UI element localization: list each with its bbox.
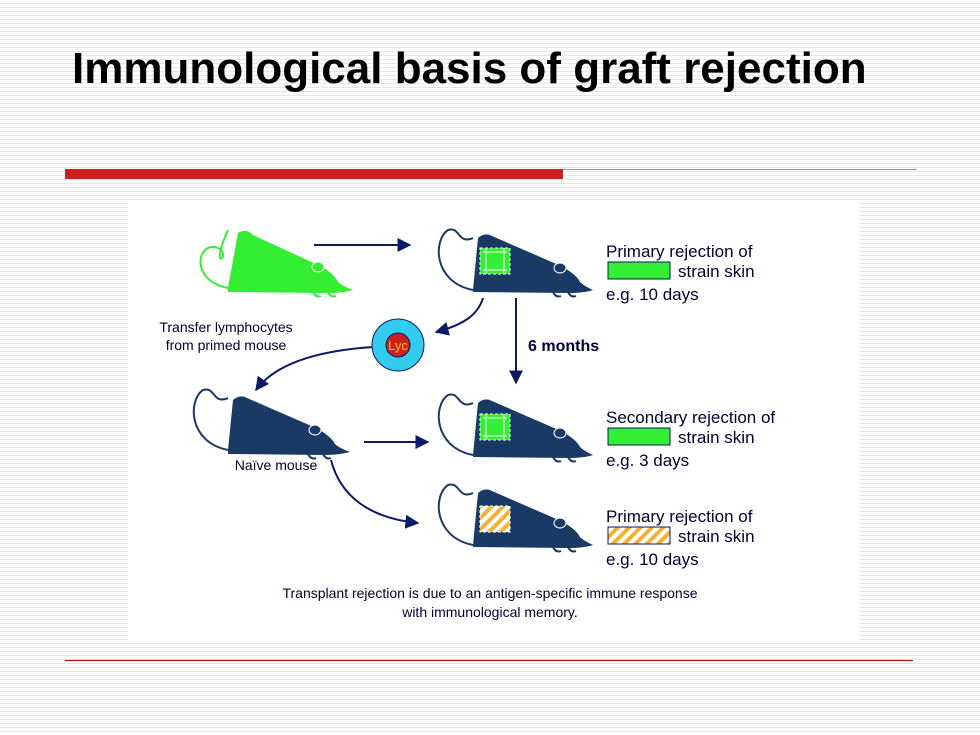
diagram-panel: Lyc Transfer lymphocytes from primed mou… (128, 200, 860, 642)
caption-line1: Transplant rejection is due to an antige… (282, 585, 697, 601)
graft-rejection-diagram: Lyc Transfer lymphocytes from primed mou… (159, 228, 775, 620)
outcome-2-line2: strain skin (678, 428, 755, 447)
outcome-3-line2: strain skin (678, 527, 755, 546)
transfer-label-line2: from primed mouse (166, 337, 287, 353)
donor-skin-swatch-2 (607, 427, 671, 446)
lymphocyte-label: Lyc (388, 338, 408, 353)
footer-rule (65, 660, 913, 661)
recipient-mouse-1 (437, 228, 593, 298)
outcome-3-line3: e.g. 10 days (606, 550, 699, 569)
naive-mouse-label: Naïve mouse (235, 457, 318, 473)
recipient-mouse-2 (437, 393, 593, 463)
interval-label: 6 months (528, 338, 599, 355)
outcome-1-line2: strain skin (678, 262, 755, 281)
title-rule-accent (65, 169, 563, 179)
recipient-mouse-3 (437, 483, 593, 553)
third-party-arrow (330, 459, 420, 529)
outcome-3-line1: Primary rejection of (606, 507, 753, 526)
outcome-2-line3: e.g. 3 days (606, 451, 689, 470)
donor-mouse-green (199, 229, 353, 298)
naive-mouse (192, 388, 350, 460)
outcome-2-line1: Secondary rejection of (606, 408, 775, 427)
outcome-1-line1: Primary rejection of (606, 242, 753, 261)
donor-skin-swatch-1 (607, 261, 671, 280)
outcome-1-line3: e.g. 10 days (606, 285, 699, 304)
transfer-arrow (255, 346, 374, 392)
slide-title: Immunological basis of graft rejection (72, 44, 867, 93)
outcome-3: Primary rejection of strain skin e.g. 10… (606, 507, 755, 569)
outcome-1: Primary rejection of strain skin e.g. 10… (606, 242, 755, 304)
third-party-skin-swatch (607, 526, 671, 545)
harvest-arrow (434, 297, 484, 336)
outcome-2: Secondary rejection of strain skin e.g. … (606, 408, 775, 470)
caption-line2: with immunological memory. (401, 604, 578, 620)
transfer-label-line1: Transfer lymphocytes (159, 319, 292, 335)
lymphocyte-cell: Lyc (371, 318, 425, 372)
